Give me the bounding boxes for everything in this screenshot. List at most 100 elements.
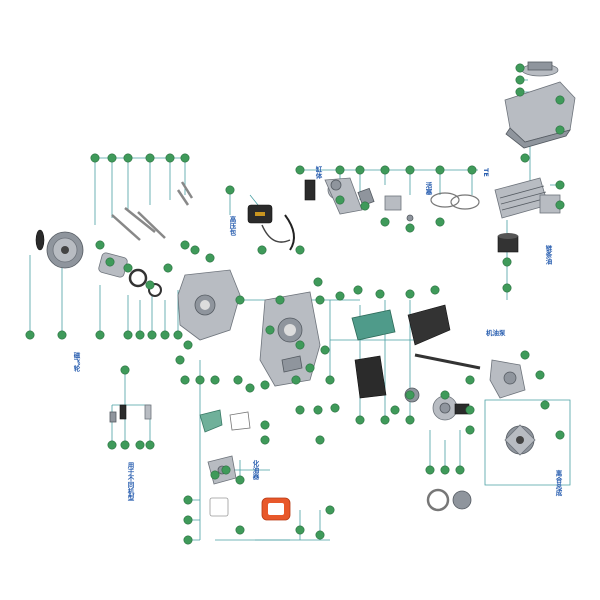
callout-marker	[555, 200, 565, 210]
callout-marker	[180, 153, 190, 163]
callout-marker	[295, 525, 305, 535]
callout-marker	[260, 420, 270, 430]
oil-pump-part	[414, 353, 526, 399]
reed-plate-part	[199, 409, 251, 433]
callout-marker	[360, 201, 370, 211]
callout-marker	[95, 240, 105, 250]
callout-marker	[405, 165, 415, 175]
callout-marker	[315, 530, 325, 540]
label-piston: 活塞	[424, 181, 432, 197]
callout-marker	[555, 95, 565, 105]
callout-marker	[295, 340, 305, 350]
crankshaft-part	[304, 177, 363, 215]
callout-marker	[315, 295, 325, 305]
ignition-coil-part	[247, 204, 295, 251]
callout-marker	[355, 165, 365, 175]
callout-marker	[353, 285, 363, 295]
callout-marker	[195, 375, 205, 385]
callout-marker	[180, 240, 190, 250]
callout-marker	[325, 375, 335, 385]
callout-marker	[183, 495, 193, 505]
callout-marker	[540, 400, 550, 410]
clutch-assembly-part	[504, 424, 536, 456]
parts	[35, 61, 576, 521]
left-crankcase-part	[177, 269, 241, 341]
callout-marker	[123, 153, 133, 163]
callout-marker	[105, 257, 115, 267]
callout-marker	[257, 245, 267, 255]
flywheel-part	[35, 229, 84, 269]
label-ignition-coil: 高压包	[228, 215, 236, 237]
callout-marker	[233, 375, 243, 385]
callout-marker	[205, 253, 215, 263]
callout-marker	[163, 263, 173, 273]
callout-marker	[275, 295, 285, 305]
intake-boot-part	[497, 233, 519, 253]
callout-marker	[235, 525, 245, 535]
callout-marker	[535, 370, 545, 380]
callout-marker	[315, 435, 325, 445]
callout-marker	[467, 165, 477, 175]
callout-marker	[123, 263, 133, 273]
callout-marker	[515, 75, 525, 85]
callout-marker	[405, 390, 415, 400]
callout-marker	[120, 365, 130, 375]
callout-marker	[380, 217, 390, 227]
callout-marker	[90, 153, 100, 163]
cylinder-part	[494, 177, 561, 219]
callout-marker	[265, 325, 275, 335]
callout-marker	[380, 415, 390, 425]
callout-marker	[165, 153, 175, 163]
callout-marker	[380, 165, 390, 175]
callout-marker	[555, 180, 565, 190]
callout-marker	[335, 291, 345, 301]
intake-manifold-part	[354, 355, 387, 399]
callout-marker	[405, 289, 415, 299]
callout-marker	[435, 165, 445, 175]
callout-marker	[260, 435, 270, 445]
callout-marker	[295, 405, 305, 415]
callout-marker	[107, 440, 117, 450]
callout-marker	[425, 465, 435, 475]
callout-marker	[335, 195, 345, 205]
callout-marker	[455, 465, 465, 475]
callout-marker	[120, 440, 130, 450]
callout-marker	[183, 535, 193, 545]
callout-marker	[175, 355, 185, 365]
callout-marker	[305, 363, 315, 373]
callout-marker	[260, 380, 270, 390]
callout-marker	[225, 185, 235, 195]
label-oil-pump: 机油泵	[486, 328, 506, 337]
callout-marker	[502, 257, 512, 267]
callout-marker	[95, 330, 105, 340]
label-different-models: 用于不同机型	[126, 462, 135, 503]
callout-marker	[295, 165, 305, 175]
callout-marker	[325, 505, 335, 515]
callout-marker	[440, 465, 450, 475]
callout-marker	[515, 87, 525, 97]
callout-marker	[145, 280, 155, 290]
callout-marker	[330, 403, 340, 413]
callout-marker	[440, 390, 450, 400]
callout-marker	[355, 415, 365, 425]
callout-marker	[183, 340, 193, 350]
callout-marker	[145, 153, 155, 163]
callout-marker	[375, 289, 385, 299]
callout-marker	[335, 165, 345, 175]
callout-marker	[180, 375, 190, 385]
callout-marker	[235, 295, 245, 305]
callout-marker	[405, 415, 415, 425]
callout-marker	[295, 245, 305, 255]
callout-marker	[313, 277, 323, 287]
label-carburetor: 化油器	[251, 459, 260, 481]
callout-marker	[145, 440, 155, 450]
callout-marker	[25, 330, 35, 340]
clutch-drum-part	[404, 387, 470, 421]
callout-marker	[107, 153, 117, 163]
callout-marker	[465, 405, 475, 415]
callout-marker	[520, 350, 530, 360]
callout-marker	[320, 345, 330, 355]
label-clutch: 离合总成	[554, 469, 563, 498]
callout-marker	[405, 223, 415, 233]
